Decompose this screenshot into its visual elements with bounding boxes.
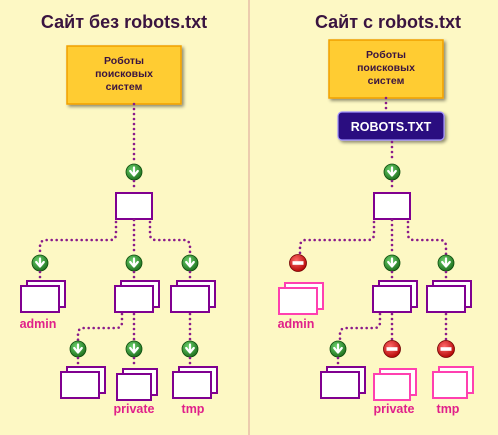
dotted-connector xyxy=(76,312,124,342)
allow-arrow-icon xyxy=(125,254,143,272)
engine-label-line: поисковых xyxy=(95,68,153,80)
folder-icon xyxy=(426,280,472,313)
folder-icon xyxy=(116,368,158,401)
folder-icon xyxy=(373,368,417,401)
no-entry-icon xyxy=(289,254,307,272)
folder-icon xyxy=(372,280,418,313)
engine-label-line: систем xyxy=(368,75,405,87)
folder-label-tmp: tmp xyxy=(182,402,205,416)
robots-txt-box: ROBOTS.TXT xyxy=(337,111,445,141)
no-entry-icon xyxy=(437,340,455,358)
dotted-connector xyxy=(338,312,382,342)
engine-label-line: поисковых xyxy=(357,62,415,74)
allow-arrow-icon xyxy=(125,163,143,181)
folder-icon xyxy=(172,366,218,399)
no-entry-icon xyxy=(383,340,401,358)
left-panel-no-robots: Сайт без robots.txtРоботыпоисковыхсистем… xyxy=(20,12,218,416)
right-title: Сайт с robots.txt xyxy=(315,12,461,32)
allow-arrow-icon xyxy=(181,254,199,272)
robots-txt-label: ROBOTS.TXT xyxy=(351,120,432,134)
allow-arrow-icon xyxy=(329,340,347,358)
right-panel-with-robots: Сайт с robots.txtРоботыпоисковыхсистемRO… xyxy=(278,12,474,416)
engine-label-line: систем xyxy=(106,81,143,93)
allow-arrow-icon xyxy=(69,340,87,358)
folder-icon xyxy=(20,280,66,313)
folder-icon xyxy=(278,282,324,315)
engine-label-line: Роботы xyxy=(104,55,144,67)
allow-arrow-icon xyxy=(125,340,143,358)
dotted-connector xyxy=(406,220,448,257)
folder-label-private: private xyxy=(114,402,155,416)
left-title: Сайт без robots.txt xyxy=(41,12,207,32)
folder-icon xyxy=(60,366,106,399)
folder-label-private: private xyxy=(374,402,415,416)
folder-label-admin: admin xyxy=(20,317,57,331)
allow-arrow-icon xyxy=(437,254,455,272)
allow-arrow-icon xyxy=(31,254,49,272)
folder-label-admin: admin xyxy=(278,317,315,331)
root-node xyxy=(373,192,411,220)
dotted-connector xyxy=(298,220,376,257)
folder-icon xyxy=(170,280,216,313)
allow-arrow-icon xyxy=(181,340,199,358)
root-node xyxy=(115,192,153,220)
folder-icon xyxy=(320,366,366,399)
folder-icon xyxy=(432,366,474,399)
engine-label-line: Роботы xyxy=(366,49,406,61)
allow-arrow-icon xyxy=(383,254,401,272)
allow-arrow-icon xyxy=(383,163,401,181)
folder-label-tmp: tmp xyxy=(437,402,460,416)
dotted-connector xyxy=(38,220,118,257)
folder-icon xyxy=(114,280,160,313)
dotted-connector xyxy=(148,220,192,257)
